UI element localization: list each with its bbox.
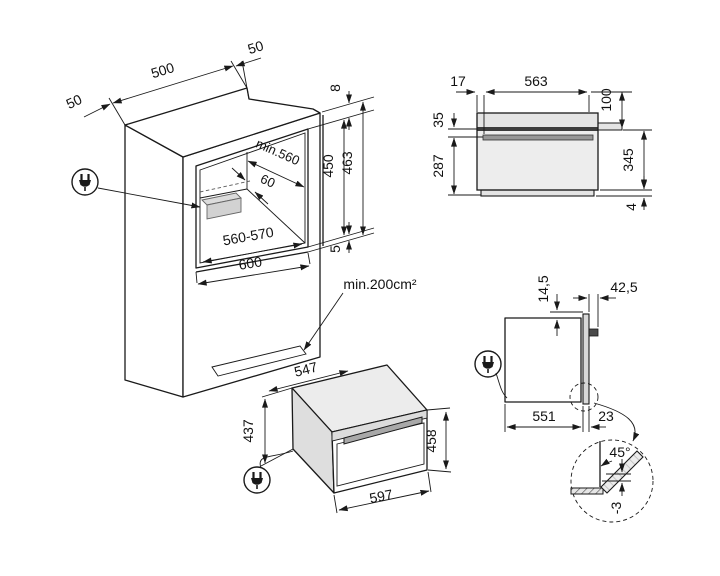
dim-cabinet-top-500: 500 <box>149 59 176 81</box>
dim-oven-front-height-458: 458 <box>423 429 439 453</box>
dim-door-offset-minus3: -3 <box>608 502 624 515</box>
dim-oven-rear-height-437: 437 <box>240 419 256 443</box>
section-oven-top-line <box>477 127 598 131</box>
power-plug-icon <box>242 465 272 495</box>
oven-handle <box>343 416 423 445</box>
dim-cabinet-width-600: 600 <box>237 253 263 272</box>
dim-knob-depth-42-5: 42,5 <box>610 279 637 295</box>
view-side-profile: 14,5 42,5 551 23 <box>473 275 640 442</box>
plug-leader-line <box>97 187 201 209</box>
niche-back-floor-line <box>199 188 248 199</box>
cabinet-top-dimensions: 500 50 50 <box>63 37 266 126</box>
cabinet-height-dimensions: 8 450 463 5 <box>307 84 375 253</box>
dim-niche-height-463: 463 <box>339 151 355 175</box>
dim-cabinet-front-50: 50 <box>63 91 84 112</box>
section-outline <box>476 112 599 191</box>
dim-front-35: 35 <box>430 112 446 128</box>
dim-body-depth-551: 551 <box>532 408 556 424</box>
oven-dimensions: 547 437 458 597 <box>240 359 452 514</box>
vent-area-note: min.200cm² <box>343 276 416 292</box>
dim-top-gap-14-5: 14,5 <box>535 275 551 302</box>
oven-control-strip <box>331 409 428 442</box>
dim-oven-width-597: 597 <box>368 486 394 506</box>
profile-door-panel <box>582 313 590 405</box>
profile-knob <box>588 328 599 337</box>
profile-body <box>504 317 582 403</box>
door-bottom-detail-circle <box>569 382 599 412</box>
section-inset-strip <box>482 134 594 141</box>
power-plug-icon <box>70 167 100 197</box>
socket-zone-hidden-line <box>199 180 251 193</box>
cabinet-left-panel <box>124 124 184 398</box>
dim-back-gap-17: 17 <box>450 73 466 89</box>
section-worktop-tab <box>597 122 623 131</box>
view-door-detail: 45° -3 <box>570 439 654 523</box>
door-offset-dimension: -3 <box>602 459 631 514</box>
dim-door-depth-23: 23 <box>598 408 614 424</box>
dim-depth-563: 563 <box>524 73 548 89</box>
dim-socket-zone-60: 60 <box>258 171 277 191</box>
detail-leader-curve <box>593 402 640 442</box>
vent-slot <box>211 345 307 377</box>
angle-leader <box>600 458 613 467</box>
plug-cable <box>495 372 508 399</box>
dim-opening-height-450: 450 <box>320 154 336 178</box>
dim-top-100: 100 <box>598 88 614 112</box>
dim-cabinet-notch-50: 50 <box>246 37 266 57</box>
section-body <box>477 131 598 190</box>
section-dimensions: 17 563 100 35 287 345 4 <box>430 73 652 211</box>
view-oven-dimensions: 547 437 458 597 <box>240 359 452 514</box>
view-cabinet-niche: 500 50 50 8 450 463 5 min.560 <box>63 37 417 398</box>
dim-height-345: 345 <box>620 148 636 172</box>
section-top-band <box>477 113 598 127</box>
dim-door-angle-45: 45° <box>609 444 630 460</box>
outlet-box-front <box>206 197 242 220</box>
worktop-section-hatch <box>570 487 604 495</box>
dim-height-287: 287 <box>430 154 446 178</box>
dim-oven-depth-547: 547 <box>293 359 320 380</box>
dim-gap-bottom-5: 5 <box>327 245 343 253</box>
dim-gap-top-8: 8 <box>327 84 343 92</box>
profile-dimensions: 14,5 42,5 551 23 <box>504 275 638 432</box>
detail-circle <box>570 439 654 523</box>
view-side-section: 17 563 100 35 287 345 4 <box>430 73 652 211</box>
dim-foot-4: 4 <box>623 203 639 211</box>
section-foot <box>480 189 595 197</box>
power-plug-icon <box>473 349 503 379</box>
vent-leader-line <box>303 292 344 351</box>
